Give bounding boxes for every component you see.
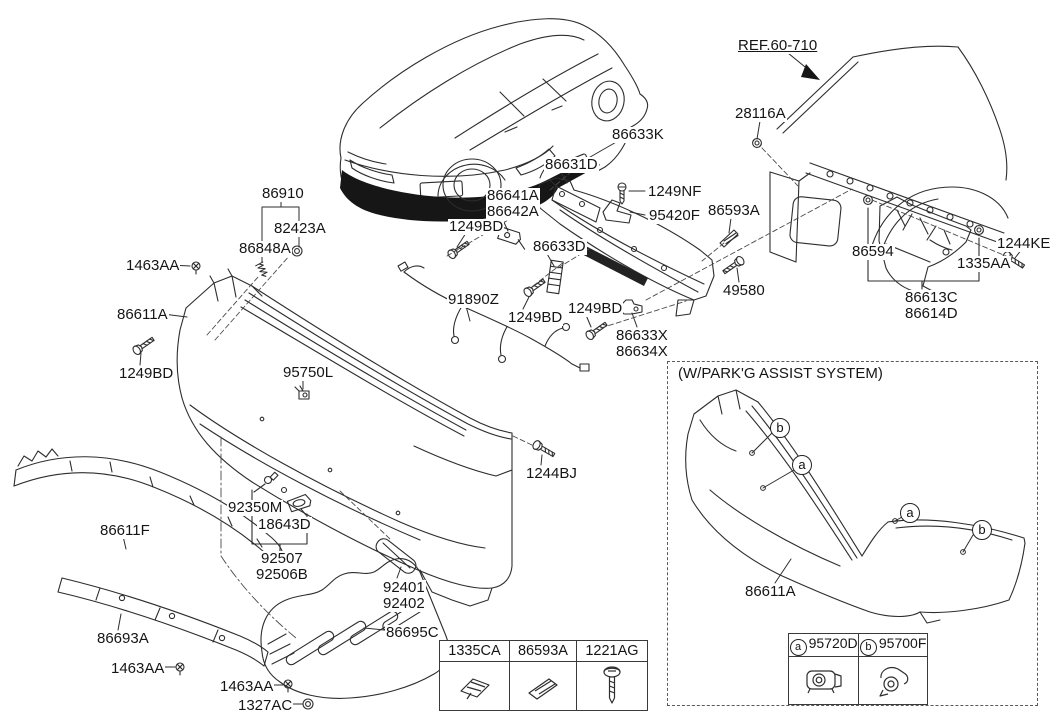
callout-marker-b: b (972, 520, 992, 540)
marker-a-icon: a (789, 638, 807, 656)
part-label-line: 86641A (487, 187, 539, 204)
part-label-86633d: 86633D (532, 238, 587, 255)
screw-icon (575, 661, 649, 711)
part-label-86693a: 86693A (96, 630, 150, 647)
part-label-49580: 49580 (722, 282, 766, 299)
callout-marker-a: a (792, 455, 812, 475)
part-label-1463aa-2: 1463AA (110, 660, 166, 677)
part-label-86848a: 86848A (238, 240, 292, 257)
part-label-86611a-box: 86611A (744, 583, 797, 600)
part-label-86633k: 86633K (611, 126, 665, 143)
ref-arrowhead-icon (801, 64, 820, 80)
part-label-1327ac: 1327AC (237, 697, 294, 714)
marker-b-icon: b (859, 638, 877, 656)
part-label-line: 86634X (616, 342, 668, 360)
part-label-86631d: 86631D (544, 156, 599, 173)
sensor-part-number: 95720D (808, 634, 858, 651)
bumper-energy-absorber (445, 152, 747, 342)
park-assist-box-title: (W/PARK'G ASSIST SYSTEM) (678, 365, 883, 382)
sensor-part-number: 95700F (878, 634, 927, 651)
license-lamp-parts (251, 471, 312, 552)
park-assist-bumper (685, 389, 1026, 624)
park-assist-box: (W/PARK'G ASSIST SYSTEM) (667, 361, 1038, 706)
sensor-side-icon (858, 656, 928, 705)
part-label-86695c: 86695C (385, 624, 440, 641)
part-label-line: 92506B (256, 565, 308, 583)
bulb-socket-icon (263, 471, 279, 485)
bracket-callout-lines (261, 200, 300, 263)
part-label-1249bd-2: 1249BD (507, 309, 564, 326)
phantom-lines (220, 436, 297, 639)
retainer-icon (509, 661, 577, 711)
part-label-91890z: 91890Z (447, 291, 500, 308)
part-label-line: 92401 (383, 579, 425, 596)
callout-marker-b: b (770, 418, 790, 438)
fastener-reference-table: 1335CA 86593A 1221AG (438, 640, 649, 711)
part-label-82423a: 82423A (273, 220, 327, 237)
clip-icon (438, 661, 511, 711)
part-label-86611f: 86611F (99, 522, 151, 539)
part-label-1249bd-4: 1249BD (118, 365, 175, 382)
part-label-1463aa-3: 1463AA (219, 678, 275, 695)
reflector (375, 538, 417, 574)
part-label-86910: 86910 (261, 185, 305, 202)
fastener-col-header: 1335CA (438, 640, 511, 662)
bracket-plate (497, 226, 526, 250)
part-label-1249bd-1: 1249BD (448, 218, 505, 235)
fastener-col-header: 86593A (509, 640, 577, 662)
part-label-1335aa: 1335AA (956, 255, 1012, 272)
part-label-line: 86614D (905, 304, 958, 322)
callout-marker-a: a (900, 503, 920, 523)
part-label-86611a-main: 86611A (116, 306, 169, 323)
stiffener-strip (546, 259, 564, 295)
wiring-harness (397, 261, 590, 372)
part-label-line: 92402 (383, 594, 425, 612)
construction-lines (206, 147, 1007, 540)
part-label-92350m: 92350M (227, 499, 284, 516)
part-label-1244ke: 1244KE (996, 235, 1052, 252)
rear-bumper-cover (176, 268, 513, 607)
part-label-1463aa-1: 1463AA (125, 257, 181, 274)
part-label-95420f: 95420F (648, 207, 701, 224)
part-label-86594: 86594 (851, 243, 895, 260)
part-label-line: 86642A (487, 202, 539, 220)
part-label-line: 86613C (905, 289, 958, 306)
fastener-col-header: 1221AG (575, 640, 649, 662)
side-support-bracket (602, 199, 632, 224)
part-label-1249nf: 1249NF (647, 183, 703, 200)
lamp-housing-icon (286, 493, 312, 513)
part-label-1249bd-3: 1249BD (567, 300, 624, 317)
part-label-line: 92507 (261, 550, 303, 567)
part-label-line: 86633X (616, 327, 668, 344)
part-label-ref-60-710: REF.60-710 (737, 37, 819, 54)
sensor-front-icon (787, 656, 860, 705)
mounting-bracket (617, 299, 643, 315)
part-label-28116a: 28116A (734, 105, 787, 122)
part-label-86593a-1: 86593A (707, 202, 761, 219)
part-label-1244bj: 1244BJ (525, 465, 578, 482)
part-label-18643d: 18643D (257, 516, 312, 533)
part-label-95750l: 95750L (282, 364, 335, 381)
